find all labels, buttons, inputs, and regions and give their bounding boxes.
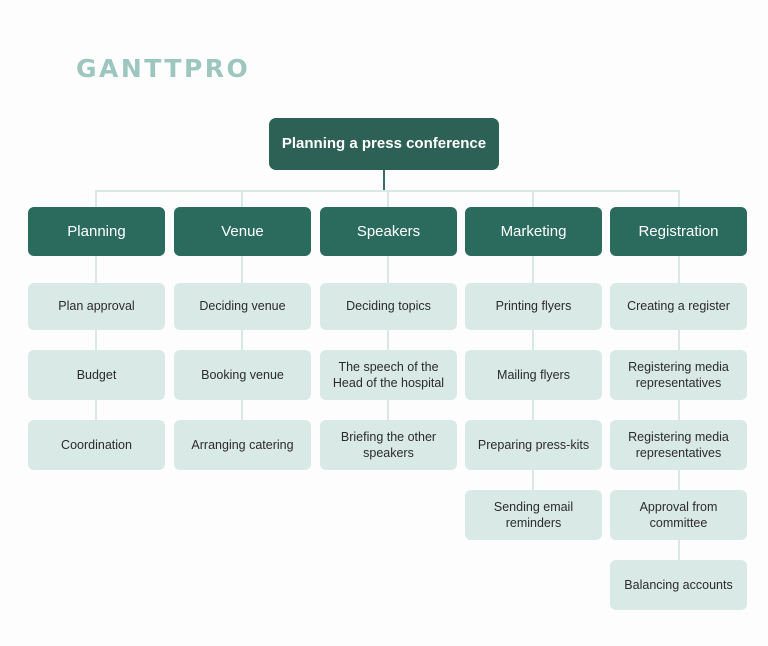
category-label: Marketing [500,222,567,240]
root-node[interactable]: Planning a press conference [269,118,499,170]
connector-drop-marketing [532,190,534,207]
task-label: Deciding venue [199,299,286,314]
connector-col4-seg4 [532,470,534,490]
category-label: Registration [638,222,719,240]
connector-col5-seg1 [678,256,680,283]
connector-col4-seg1 [532,256,534,283]
task-node[interactable]: Sending email reminders [465,490,602,540]
connector-col3-seg2 [387,330,389,350]
connector-col3-seg1 [387,256,389,283]
connector-drop-venue [241,190,243,207]
task-label: Creating a register [627,299,730,314]
task-node[interactable]: Deciding venue [174,283,311,330]
task-node[interactable]: Deciding topics [320,283,457,330]
task-label: Booking venue [201,367,284,382]
task-node[interactable]: Registering media representatives [610,420,747,470]
connector-drop-speakers [387,190,389,207]
task-label: Balancing accounts [624,577,733,592]
connector-col2-seg2 [241,330,243,350]
task-label: Briefing the other speakers [340,429,437,460]
category-node-planning[interactable]: Planning [28,207,165,256]
connector-col2-seg3 [241,400,243,420]
category-node-registration[interactable]: Registration [610,207,747,256]
connector-col3-seg3 [387,400,389,420]
task-node[interactable]: The speech of the Head of the hospital [320,350,457,400]
task-label: Budget [76,367,117,382]
task-node[interactable]: Registering media representatives [610,350,747,400]
task-node[interactable]: Budget [28,350,165,400]
category-node-marketing[interactable]: Marketing [465,207,602,256]
ganttpro-logo: GANTTPRO [76,54,251,83]
task-label: Arranging catering [191,437,294,452]
task-node[interactable]: Briefing the other speakers [320,420,457,470]
connector-col5-seg4 [678,470,680,490]
task-label: Registering media representatives [628,359,729,390]
task-label: Sending email reminders [493,499,574,530]
connector-col1-seg2 [95,330,97,350]
task-node[interactable]: Printing flyers [465,283,602,330]
task-node[interactable]: Coordination [28,420,165,470]
task-node[interactable]: Preparing press-kits [465,420,602,470]
task-label: Preparing press-kits [477,437,590,452]
task-label: Coordination [61,437,132,452]
task-label: Deciding topics [346,299,431,314]
category-label: Planning [67,222,126,240]
task-label: Registering media representatives [628,429,729,460]
task-label: Printing flyers [495,299,572,314]
connector-col5-seg5 [678,540,680,560]
task-node[interactable]: Creating a register [610,283,747,330]
connector-col1-seg1 [95,256,97,283]
task-label: Approval from committee [639,499,718,530]
connector-col5-seg2 [678,330,680,350]
connector-root-stub [383,170,385,191]
category-node-venue[interactable]: Venue [174,207,311,256]
task-node[interactable]: Plan approval [28,283,165,330]
task-label: The speech of the Head of the hospital [332,359,445,390]
connector-col4-seg3 [532,400,534,420]
category-label: Venue [221,222,264,240]
connector-col2-seg1 [241,256,243,283]
connector-drop-planning [95,190,97,207]
category-node-speakers[interactable]: Speakers [320,207,457,256]
connector-col5-seg3 [678,400,680,420]
task-node[interactable]: Booking venue [174,350,311,400]
task-label: Mailing flyers [497,367,570,382]
connector-col1-seg3 [95,400,97,420]
task-node[interactable]: Arranging catering [174,420,311,470]
task-label: Plan approval [58,299,135,314]
root-node-label: Planning a press conference [281,135,487,153]
task-node[interactable]: Balancing accounts [610,560,747,610]
task-node[interactable]: Approval from committee [610,490,747,540]
connector-drop-registration [678,190,680,207]
category-label: Speakers [356,222,421,240]
connector-col4-seg2 [532,330,534,350]
task-node[interactable]: Mailing flyers [465,350,602,400]
